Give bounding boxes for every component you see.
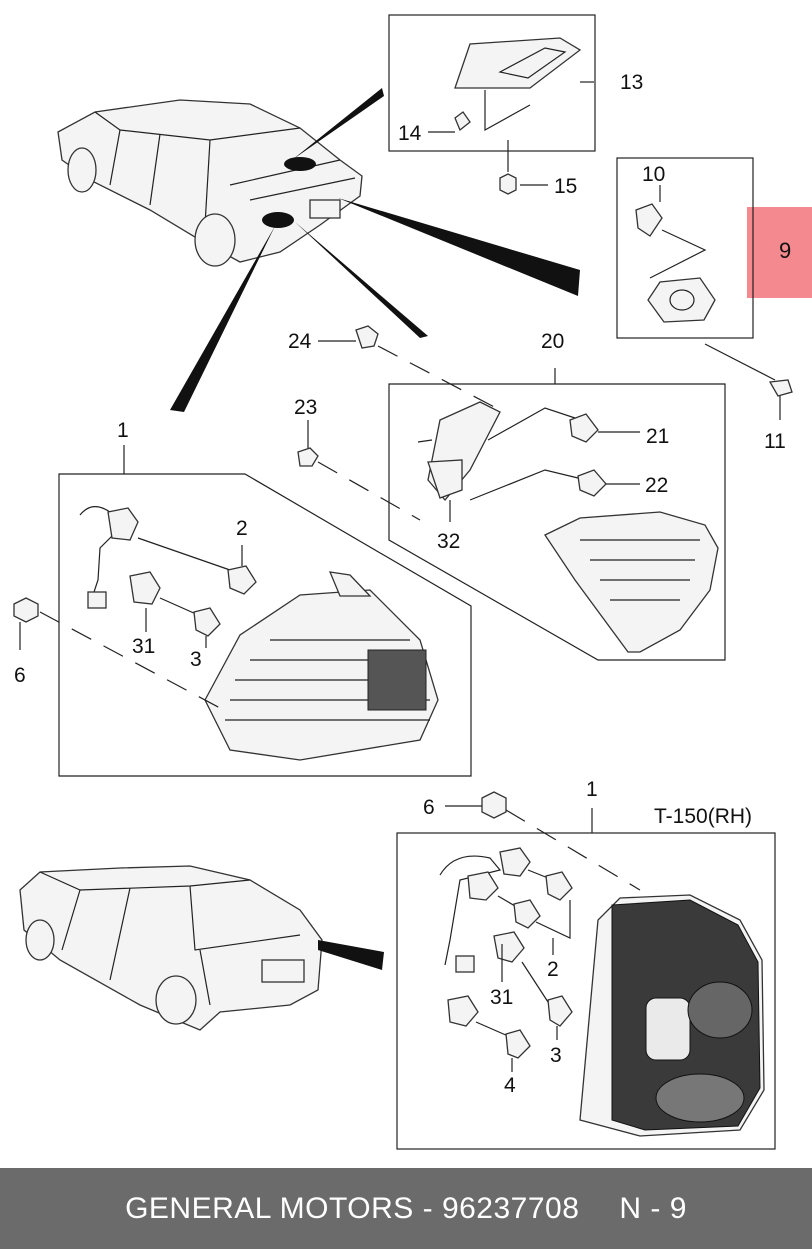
label-9[interactable]: 9	[779, 238, 791, 263]
label-24: 24	[288, 330, 312, 353]
parts-diagram: 13 14 15 10 9 11 24 20 23 21 22 32 1 2 3…	[13, 14, 812, 1150]
label-4: 4	[504, 1074, 516, 1097]
callout-labels: 13 14 15 10 9 11 24 20 23 21 22 32 1 2 3…	[14, 71, 791, 1097]
box-outer-tail-lamp	[58, 445, 472, 777]
label-6-top: 6	[14, 664, 26, 687]
label-3-top: 3	[190, 648, 202, 671]
label-31-top: 31	[132, 635, 155, 658]
box-inner-tail-lamp	[388, 368, 726, 661]
box-license-lamp	[616, 157, 793, 420]
nut-6-top	[13, 597, 221, 709]
label-21: 21	[646, 425, 669, 448]
label-22: 22	[645, 474, 668, 497]
label-15: 15	[554, 175, 577, 198]
sedan-top-illustration	[57, 88, 580, 412]
label-1-top: 1	[117, 419, 129, 442]
variant-label: T-150(RH)	[654, 805, 752, 828]
label-2-bottom: 2	[547, 958, 559, 981]
part-number-text: GENERAL MOTORS - 96237708	[125, 1191, 580, 1225]
label-13: 13	[620, 71, 643, 94]
label-14: 14	[398, 122, 422, 145]
label-10: 10	[642, 163, 665, 186]
label-20: 20	[541, 330, 564, 353]
sedan-bottom-illustration	[19, 865, 384, 1031]
part-footer-bar: GENERAL MOTORS - 96237708 N - 9	[0, 1168, 812, 1249]
label-11: 11	[764, 430, 786, 453]
label-31-bottom: 31	[490, 986, 513, 1009]
box-rh-tail-lamp	[396, 791, 776, 1150]
label-2-top: 2	[236, 517, 248, 540]
box-high-mount-lamp	[388, 14, 596, 195]
label-32: 32	[437, 530, 460, 553]
diagram-canvas: 13 14 15 10 9 11 24 20 23 21 22 32 1 2 3…	[13, 14, 812, 1150]
label-6-bottom: 6	[423, 796, 435, 819]
label-1-bottom: 1	[586, 778, 598, 801]
highlight-part-9[interactable]	[747, 207, 812, 298]
fasteners-mid	[297, 325, 501, 521]
label-3-bottom: 3	[550, 1044, 562, 1067]
reference-text: N - 9	[619, 1191, 687, 1225]
label-23: 23	[294, 396, 317, 419]
